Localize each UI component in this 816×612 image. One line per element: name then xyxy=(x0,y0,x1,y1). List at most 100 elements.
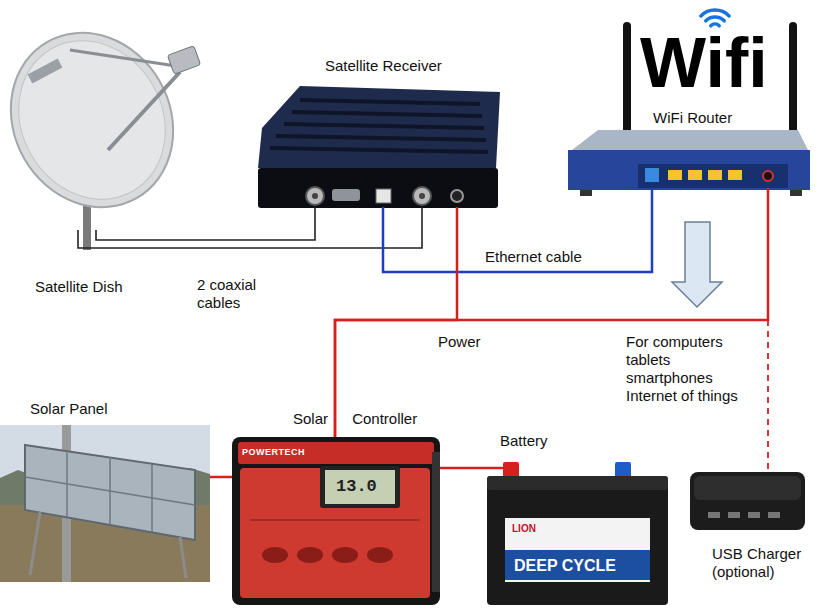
satellite-receiver: Satellite Receiver xyxy=(255,85,500,207)
solar-controller: Solar Controller xyxy=(232,437,440,605)
satellite-dish-picture xyxy=(0,3,205,237)
solar-controller-picture xyxy=(250,519,420,521)
wifi-router-picture xyxy=(580,190,592,196)
satellite-receiver-picture xyxy=(413,187,431,205)
cable-label: Ethernet cable xyxy=(483,248,584,266)
brand-name: POWERTECH xyxy=(242,447,305,458)
satellite-receiver-picture xyxy=(312,193,318,199)
usb-charger-picture xyxy=(690,472,805,530)
satellite-receiver-picture xyxy=(376,189,391,203)
satellite-receiver-picture xyxy=(292,112,482,116)
satellite-dish-picture xyxy=(0,3,205,250)
battery-picture xyxy=(615,462,631,478)
device-caption: Solar Controller xyxy=(293,410,417,428)
device-caption: Satellite Receiver xyxy=(325,57,442,75)
wifi-router-picture xyxy=(728,170,742,180)
solar-panel-picture xyxy=(0,425,210,582)
solar-controller-picture xyxy=(232,437,440,605)
battery-picture xyxy=(487,476,668,605)
wifi-signal-symbol xyxy=(706,17,724,21)
wifi-router-picture xyxy=(638,164,788,188)
solar-controller-picture xyxy=(320,466,400,508)
optional-power-cable xyxy=(335,320,768,472)
cable-label: 2 coaxial cables xyxy=(195,276,279,312)
satellite-receiver-picture xyxy=(419,193,425,199)
cable-label: Power xyxy=(436,333,483,351)
wifi-logo-text: Wifi xyxy=(640,28,768,98)
satellite-receiver-picture xyxy=(332,189,360,201)
wifi-router-picture xyxy=(668,170,682,180)
ethernet-cable xyxy=(383,188,652,272)
solar-cable xyxy=(210,476,232,479)
device-caption: Solar Panel xyxy=(30,400,108,418)
battery-cable xyxy=(440,467,487,470)
satellite-receiver-picture xyxy=(451,190,463,202)
usb-charger-picture xyxy=(748,512,760,518)
solar-controller-picture xyxy=(238,442,434,464)
wifi-router-picture xyxy=(568,150,810,190)
power-cable xyxy=(335,207,457,437)
satellite-dish: Satellite Dish xyxy=(12,22,200,230)
solar-controller-picture xyxy=(240,468,430,598)
wifi-router-picture xyxy=(645,168,659,182)
solar-controller-picture xyxy=(232,437,440,605)
device-caption: Battery xyxy=(500,432,548,450)
solar-controller-picture xyxy=(262,547,288,563)
solar-controller-picture xyxy=(297,547,323,563)
usb-charger: USB Charger (optional) xyxy=(690,472,805,530)
wifi-router-picture xyxy=(790,190,802,196)
usb-charger-picture xyxy=(768,512,780,518)
satellite-receiver-picture xyxy=(258,86,500,168)
satellite-receiver-picture xyxy=(270,148,488,152)
wifi-router-picture xyxy=(708,170,722,180)
brand-name: LION xyxy=(512,523,536,535)
battery-picture xyxy=(505,518,650,582)
usage-note: For computers tablets smartphones Intern… xyxy=(626,333,751,405)
solar-controller-picture xyxy=(367,547,393,563)
coaxial-cable xyxy=(78,207,422,248)
wifi-router-picture xyxy=(572,130,808,150)
solar-panel-picture xyxy=(30,512,40,575)
battery-picture xyxy=(503,462,519,478)
usb-charger-picture xyxy=(690,472,805,530)
wifi-signal-symbol xyxy=(711,24,719,26)
satellite-dish-picture xyxy=(167,46,200,74)
wifi-signal-symbol xyxy=(701,10,729,26)
device-caption: USB Charger (optional) xyxy=(712,545,807,581)
solar-controller-picture xyxy=(325,470,395,504)
wifi-router: WiFi Router xyxy=(565,128,810,188)
wifi-router-picture xyxy=(688,170,702,180)
output-arrow xyxy=(672,222,722,307)
satellite-dish-picture xyxy=(28,59,63,84)
satellite-receiver-picture xyxy=(306,187,324,205)
solar-panel-picture xyxy=(25,477,195,505)
usb-charger-picture xyxy=(708,512,720,518)
battery-picture xyxy=(505,550,650,580)
battery-picture xyxy=(487,476,668,490)
device-caption: WiFi Router xyxy=(653,109,732,127)
satellite-receiver-picture xyxy=(276,136,486,140)
satellite-dish-picture xyxy=(108,72,180,150)
wifi-signal-symbol xyxy=(701,10,729,16)
solar-panel-picture xyxy=(0,425,210,582)
satellite-receiver-picture xyxy=(258,168,498,208)
battery-picture xyxy=(487,462,668,605)
satellite-receiver-picture xyxy=(258,86,500,208)
usb-charger-picture xyxy=(728,512,740,518)
battery-type-text: DEEP CYCLE xyxy=(514,556,616,575)
wifi-router-picture xyxy=(568,22,810,196)
battery-picture xyxy=(487,467,503,470)
power-cable xyxy=(335,188,768,437)
usb-charger-picture xyxy=(694,476,801,500)
device-caption: Satellite Dish xyxy=(35,278,123,296)
solar-panel: Solar Panel xyxy=(0,425,210,582)
solar-controller-picture xyxy=(332,547,358,563)
solar-panel-picture xyxy=(25,445,195,540)
solar-panel-picture xyxy=(180,537,186,578)
satellite-dish-picture xyxy=(0,14,194,226)
solar-controller-picture xyxy=(432,452,440,592)
satellite-dish-picture xyxy=(70,50,176,66)
lcd-reading: 13.0 xyxy=(336,477,377,497)
wifi-router-picture xyxy=(763,171,773,181)
